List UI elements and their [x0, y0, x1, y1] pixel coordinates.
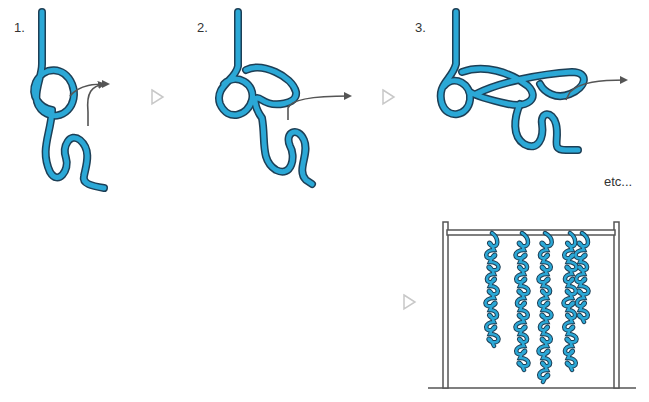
hanging-chain: [575, 233, 588, 322]
step-number: 3.: [415, 20, 426, 35]
step-number: 2.: [197, 20, 208, 35]
step-number: 1.: [14, 20, 25, 35]
hanging-chain: [485, 233, 498, 346]
hanging-chain: [485, 233, 498, 346]
hanging-chain: [575, 233, 588, 322]
hanging-chain: [538, 233, 551, 382]
hanging-chain: [515, 233, 528, 370]
hanging-chain: [538, 233, 551, 382]
note-text: etc...: [604, 174, 632, 189]
hanging-chain: [515, 233, 528, 370]
